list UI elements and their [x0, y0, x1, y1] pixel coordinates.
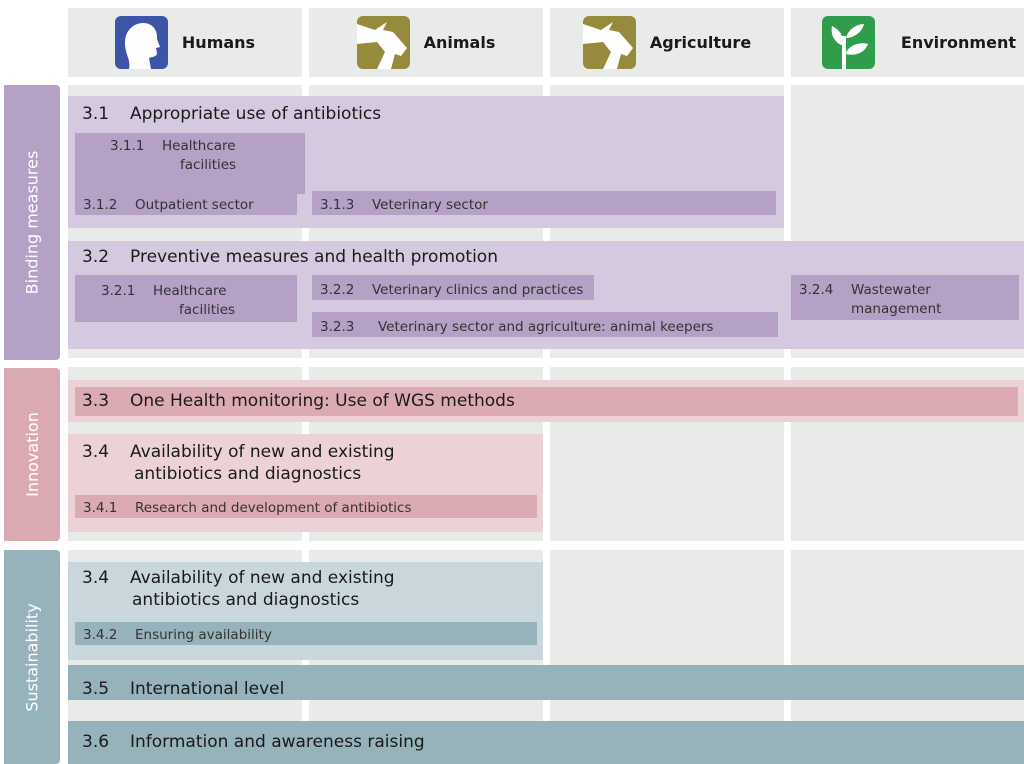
column-label: Animals [423, 33, 496, 52]
column-header-agriculture: Agriculture [550, 8, 784, 77]
cow-icon [356, 16, 410, 69]
measure-3-3 [75, 387, 1018, 416]
column-header-animals: Animals [309, 8, 543, 77]
column-header-environment: Environment [791, 8, 1024, 77]
measure-3-1-3 [312, 191, 776, 215]
section-label: Innovation [22, 412, 42, 497]
column-label: Environment [900, 33, 1016, 52]
measure-3-6 [68, 721, 1024, 764]
section-innovation: Innovation [4, 368, 60, 541]
section-label: Sustainability [22, 602, 42, 712]
column-label: Agriculture [649, 33, 752, 52]
measure-3-2-1 [75, 275, 297, 322]
plant-icon [821, 16, 875, 69]
column-label: Humans [181, 33, 256, 52]
human-head-icon [114, 16, 168, 69]
measure-3-4-1 [75, 495, 537, 518]
measure-3-4-2 [75, 622, 537, 645]
measure-3-5 [68, 665, 1024, 700]
column-header-humans: Humans [68, 8, 302, 77]
section-binding-measures: Binding measures [4, 85, 60, 360]
measure-3-1-1 [75, 133, 305, 194]
cow-icon [582, 16, 636, 69]
section-label: Binding measures [22, 150, 42, 295]
measure-3-2-2 [312, 275, 594, 300]
measure-3-1-2 [75, 194, 297, 215]
measure-3-2-4 [791, 275, 1019, 320]
section-sustainability: Sustainability [4, 550, 60, 764]
measure-3-2-3 [312, 312, 778, 337]
